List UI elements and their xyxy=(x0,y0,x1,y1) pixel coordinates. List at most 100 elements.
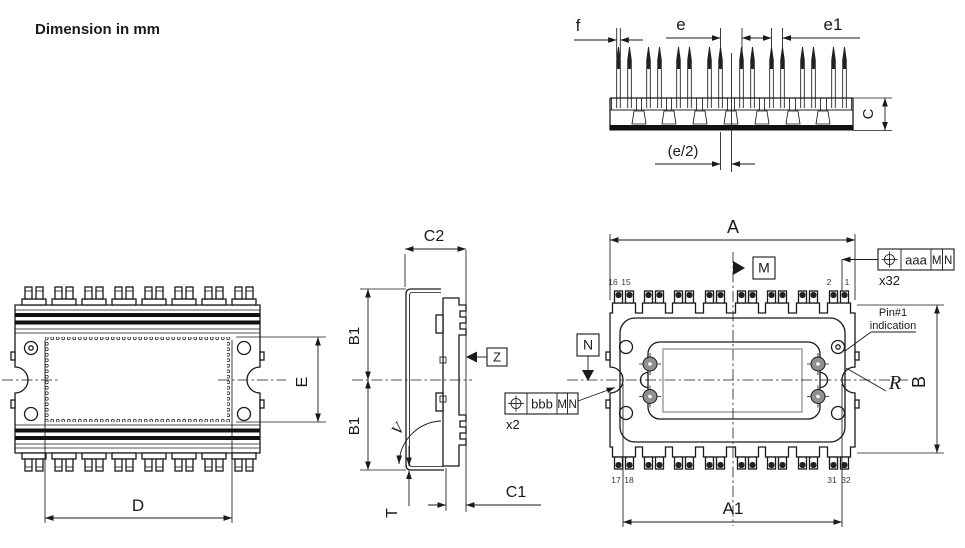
dim-label-c: C xyxy=(860,108,877,119)
tolerance-datum2: N xyxy=(569,399,577,411)
corner-holes xyxy=(23,340,252,422)
side-tab xyxy=(259,399,265,409)
bottom-view-pins-bottom xyxy=(21,452,257,472)
module-bottom-view: D E xyxy=(2,286,326,523)
dim-label-d: D xyxy=(132,496,144,515)
pin-pedestals xyxy=(611,97,852,111)
datum-n-flag: N xyxy=(576,333,600,381)
module-top-view: 16 15 2 1 17 18 31 32 M N A xyxy=(504,217,955,527)
dim-b: B xyxy=(857,304,944,454)
dim-c1: C1 xyxy=(428,468,541,511)
pin-number-18: 18 xyxy=(624,475,634,485)
side-tab xyxy=(605,351,611,361)
tolerance-value-aaa: aaa xyxy=(905,253,927,268)
datum-z-flag: Z xyxy=(466,347,508,367)
datum-label-n: N xyxy=(583,337,593,353)
case-profile xyxy=(442,297,467,467)
dim-label-e: e xyxy=(676,15,685,34)
datum-label-z: Z xyxy=(493,350,501,365)
dim-label-e: E xyxy=(294,377,311,388)
pin1-indicator-dot xyxy=(835,344,841,350)
dim-label-c2: C2 xyxy=(424,228,445,245)
tolerance-datum1: M xyxy=(932,255,942,267)
position-tolerance-icon xyxy=(508,395,524,412)
dim-b1-top: B1 xyxy=(346,288,406,380)
bottom-view-pins-top xyxy=(21,286,257,306)
position-tolerance-icon xyxy=(881,251,898,268)
dim-label-e-half: (e/2) xyxy=(668,143,699,160)
dim-r: R xyxy=(845,367,901,394)
dim-c: C xyxy=(853,97,892,131)
pin1-indication-note: Pin#1 indication xyxy=(844,307,916,352)
lid-inner-rect xyxy=(662,348,803,413)
dim-label-a: A xyxy=(727,217,739,237)
dim-d: D xyxy=(44,340,233,523)
lid-outline xyxy=(647,341,821,420)
corner-holes xyxy=(618,339,846,421)
pin-number-16: 16 xyxy=(608,277,618,287)
datum-label-m: M xyxy=(758,260,770,276)
dim-a1: A1 xyxy=(622,384,843,527)
tolerance-datum2: N xyxy=(944,255,952,267)
pin-number-2: 2 xyxy=(827,277,832,287)
pin-row-side-view: f e e1 C (e/2) xyxy=(574,15,892,172)
case-step xyxy=(435,314,444,334)
side-tab xyxy=(10,351,16,361)
screw-icon xyxy=(639,353,661,375)
tolerance-value-bbb: bbb xyxy=(531,397,553,412)
datum-triangle-icon xyxy=(466,351,477,363)
datum-triangle-icon xyxy=(582,370,594,381)
dim-t: T xyxy=(384,446,412,518)
datum-m-flag: M xyxy=(733,256,776,280)
tolerance-frame-bbb: bbb M N x2 xyxy=(504,387,616,432)
page-title: Dimension in mm xyxy=(35,21,160,38)
side-tab xyxy=(605,399,611,409)
dim-label-b: B xyxy=(909,376,929,388)
module-side-view: C2 B1 B1 Z V T xyxy=(346,228,541,518)
pin-number-31: 31 xyxy=(827,475,837,485)
dim-label-r: R xyxy=(888,372,901,394)
pin1-indicator-dot xyxy=(28,345,34,351)
pin-number-1: 1 xyxy=(845,277,850,287)
dim-e1: e1 xyxy=(771,15,860,60)
baseplate-flange-outer xyxy=(405,288,444,471)
tolerance-datum1: M xyxy=(557,399,567,411)
dim-b1-bottom: B1 xyxy=(346,380,406,471)
case-edge-stripes xyxy=(15,309,260,449)
dim-e: e xyxy=(666,15,772,60)
pin-number-15: 15 xyxy=(621,277,631,287)
dim-c2: C2 xyxy=(404,228,466,287)
lid-screws xyxy=(639,353,829,408)
dim-label-b1-bottom: B1 xyxy=(346,417,363,435)
case-detail xyxy=(439,395,447,403)
side-tab xyxy=(10,399,16,409)
dim-label-c1: C1 xyxy=(506,484,527,501)
dim-label-t: T xyxy=(384,508,401,518)
pin1-note-line2: indication xyxy=(870,320,916,332)
dim-label-b1-top: B1 xyxy=(346,327,363,345)
dim-label-f: f xyxy=(576,16,581,35)
dim-e-half: (e/2) xyxy=(655,132,755,170)
dim-label-a1: A1 xyxy=(723,499,744,518)
case-feet xyxy=(631,110,831,125)
pin1-indicator-hole xyxy=(23,340,39,356)
side-tab xyxy=(259,351,265,361)
tolerance-count-x32: x32 xyxy=(879,273,900,288)
pin-number-32: 32 xyxy=(841,475,851,485)
dim-label-e1: e1 xyxy=(824,15,843,34)
pin-number-17: 17 xyxy=(611,475,621,485)
screw-icon xyxy=(639,385,661,408)
dim-e-vertical: E xyxy=(236,336,326,423)
tolerance-frame-aaa: aaa M N x32 xyxy=(841,248,955,291)
screw-icon xyxy=(807,353,829,375)
baseplate-flange-inner xyxy=(409,292,444,467)
screw-icon xyxy=(807,385,829,408)
dim-v-angle: V xyxy=(389,419,442,465)
side-tab xyxy=(854,351,860,361)
datum-triangle-icon xyxy=(733,261,745,275)
pin1-indicator-hole xyxy=(830,339,846,355)
dim-f: f xyxy=(574,16,643,58)
dim-a: A xyxy=(609,217,856,300)
